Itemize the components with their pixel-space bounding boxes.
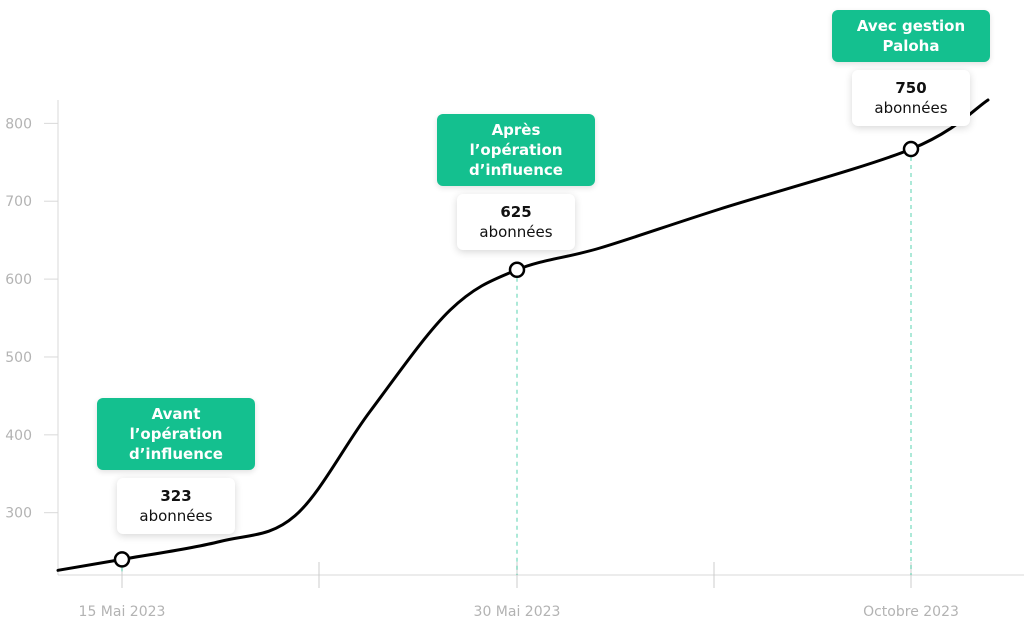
annotation-paloha-value: 750 <box>895 79 927 97</box>
annotation-before-label: Avant l’opération d’influence <box>97 398 255 470</box>
annotation-after-label: Après l’opération d’influence <box>437 114 595 186</box>
annotation-after-unit: abonnées <box>479 223 553 241</box>
annotation-after-value: 625 <box>500 203 532 221</box>
y-tick-label: 500 <box>5 350 32 366</box>
data-point-marker <box>113 551 131 568</box>
annotation-before-valuebox: 323 abonnées <box>117 478 235 534</box>
y-tick-label: 600 <box>5 272 32 288</box>
x-tick-label: Octobre 2023 <box>863 604 959 620</box>
annotation-before: Avant l’opération d’influence 323 abonné… <box>97 398 255 534</box>
x-tick-label: 30 Mai 2023 <box>474 604 561 620</box>
annotation-before-unit: abonnées <box>139 507 213 525</box>
annotation-paloha-unit: abonnées <box>874 99 948 117</box>
annotation-paloha-valuebox: 750 abonnées <box>852 70 970 126</box>
y-tick-label: 700 <box>5 194 32 210</box>
annotation-paloha-label: Avec gestion Paloha <box>832 10 990 62</box>
data-point-marker <box>902 140 920 158</box>
x-tick-label: 15 Mai 2023 <box>79 604 166 620</box>
y-tick-label: 800 <box>5 116 32 132</box>
annotation-after: Après l’opération d’influence 625 abonné… <box>437 114 595 250</box>
data-point-marker <box>508 261 526 279</box>
annotation-before-value: 323 <box>160 487 192 505</box>
y-tick-label: 300 <box>5 506 32 522</box>
y-tick-label: 400 <box>5 428 32 444</box>
series-line <box>56 98 990 572</box>
annotation-paloha: Avec gestion Paloha 750 abonnées <box>832 10 990 126</box>
annotation-after-valuebox: 625 abonnées <box>457 194 575 250</box>
